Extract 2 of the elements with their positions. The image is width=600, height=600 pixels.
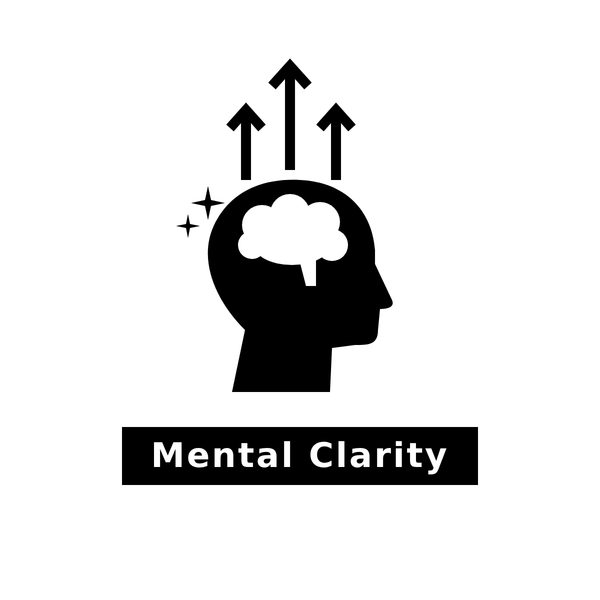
banner-text: Mental Clarity — [150, 436, 450, 476]
label-banner — [122, 427, 478, 485]
